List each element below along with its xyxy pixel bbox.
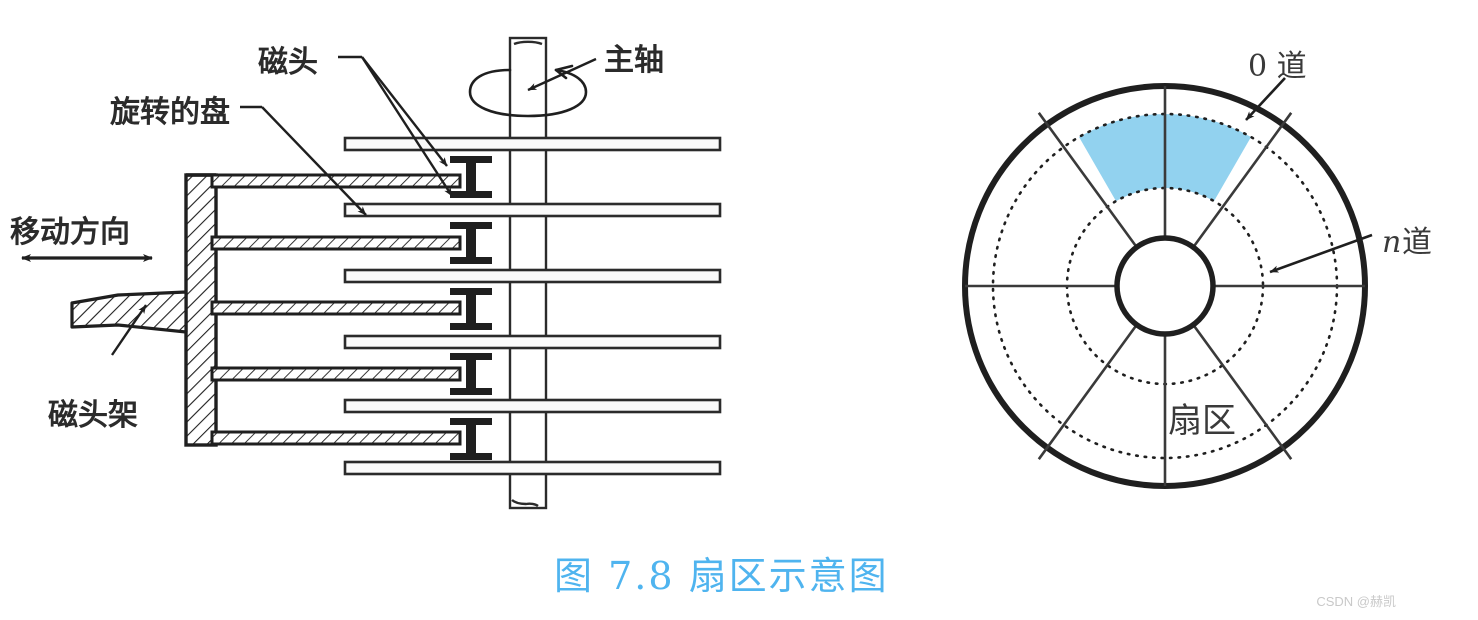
- label-magnetic-head: 磁头: [258, 45, 318, 80]
- disk-top-view-group: 0 道 n 道 扇区: [962, 49, 1432, 489]
- label-track-n: n 道: [1382, 225, 1432, 260]
- platter-disks: [343, 136, 722, 476]
- figure-caption: 图 7.8 扇区示意图: [554, 554, 889, 598]
- actuator-arms: [210, 173, 462, 446]
- label-track-n-variable: n: [1382, 225, 1401, 260]
- label-rotating-platter: 旋转的盘: [110, 95, 230, 130]
- label-track-n-suffix: 道: [1402, 225, 1432, 260]
- disk-hub-hole: [1114, 235, 1216, 337]
- label-track-zero: 0 道: [1248, 49, 1307, 84]
- magnetic-heads: [450, 156, 492, 460]
- leader-track-0: [1245, 77, 1286, 121]
- label-spindle: 主轴: [604, 43, 664, 78]
- platter-stack-group: 磁头 旋转的盘 主轴 移动方向 磁头架: [10, 36, 722, 510]
- head-rack-actuator: [70, 173, 218, 447]
- label-move-direction: 移动方向: [10, 215, 130, 250]
- leader-lines: [111, 55, 597, 356]
- label-sector: 扇区: [1168, 401, 1236, 441]
- label-head-rack: 磁头架: [48, 398, 138, 433]
- leader-track-n: [1269, 233, 1373, 274]
- csdn-watermark: CSDN @赫凯: [1316, 594, 1396, 609]
